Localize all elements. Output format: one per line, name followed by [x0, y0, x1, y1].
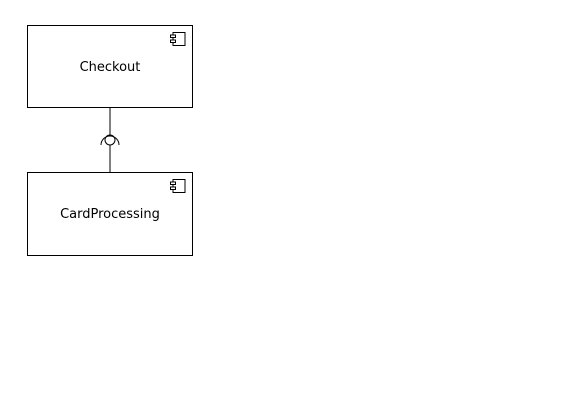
component-label: CardProcessing: [60, 207, 160, 222]
required-interface-socket: [100, 135, 120, 146]
component-label: Checkout: [79, 60, 141, 75]
component-icon: [170, 178, 186, 197]
component-cardprocessing[interactable]: CardProcessing: [27, 172, 193, 256]
component-checkout[interactable]: Checkout: [27, 25, 193, 108]
component-icon: [170, 31, 186, 50]
